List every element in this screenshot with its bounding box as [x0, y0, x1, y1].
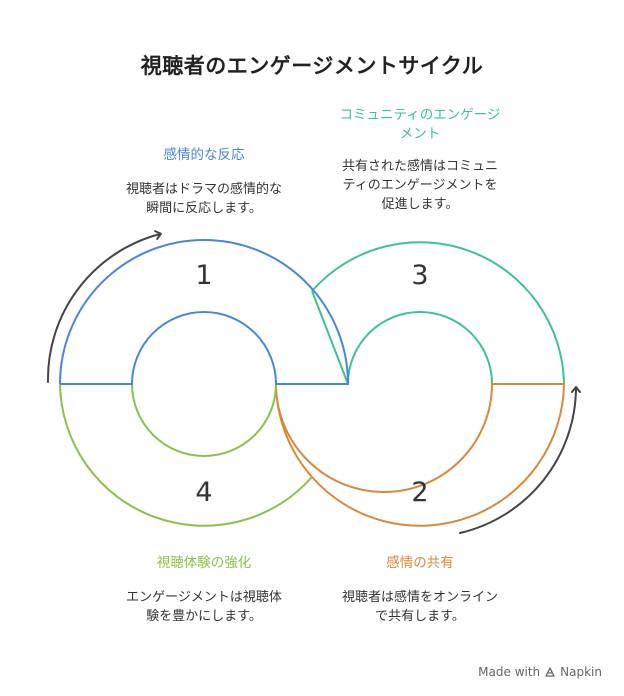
made-with-text: Made with — [478, 665, 541, 679]
stage-2-description-line: で共有します。 — [375, 609, 465, 624]
stage-3-description-line: ティのエンゲージメントを — [342, 178, 498, 193]
stage-1-description-line: 視聴者はドラマの感情的な — [125, 182, 282, 197]
stage-1-description-line: 瞬間に反応します。 — [146, 201, 262, 216]
stage-2-ring — [275, 383, 565, 527]
stage-4-description-line: 験を豊かにします。 — [146, 609, 262, 624]
napkin-logo-icon — [544, 666, 556, 678]
stage-2-description-line: 視聴者は感情をオンライン — [341, 590, 498, 605]
stage-3-heading-line: コミュニティのエンゲージ — [339, 107, 501, 123]
stage-1-heading: 感情的な反応 — [163, 147, 245, 163]
stage-1-description: 視聴者はドラマの感情的な 瞬間に反応します。 — [84, 180, 324, 218]
stage-3-number: 3 — [411, 260, 429, 291]
made-with-napkin-badge[interactable]: Made with Napkin — [478, 665, 602, 679]
stage-1-ring — [59, 239, 350, 385]
cycle-arrow-bottom-right — [459, 386, 581, 534]
stage-4-description: エンゲージメントは視聴体 験を豊かにします。 — [84, 588, 324, 626]
stage-2-heading: 感情の共有 — [386, 555, 454, 571]
stage-3-description-line: 共有された感情はコミュニ — [341, 159, 498, 174]
stage-3-label: コミュニティのエンゲージ メント — [300, 106, 540, 144]
stage-3-description-line: 促進します。 — [381, 197, 459, 212]
stage-3-description: 共有された感情はコミュニ ティのエンゲージメントを 促進します。 — [300, 157, 540, 214]
stage-4-description-line: エンゲージメントは視聴体 — [126, 590, 282, 605]
stage-2-description: 視聴者は感情をオンライン で共有します。 — [300, 588, 540, 626]
stage-1-label: 感情的な反応 — [84, 146, 324, 165]
stage-4-ring — [59, 383, 313, 527]
stage-3-heading-line: メント — [399, 126, 441, 142]
stage-1-number: 1 — [195, 260, 213, 291]
stage-4-label: 視聴体験の強化 — [84, 554, 324, 573]
stage-2-number: 2 — [411, 477, 429, 508]
diagram-title: 視聴者のエンゲージメントサイクル — [140, 54, 484, 78]
stage-4-number: 4 — [195, 477, 213, 508]
napkin-brand-text: Napkin — [560, 665, 602, 679]
stage-4-heading: 視聴体験の強化 — [156, 555, 252, 571]
cycle-arrow-top-left — [46, 230, 162, 383]
stage-2-label: 感情の共有 — [300, 554, 540, 573]
